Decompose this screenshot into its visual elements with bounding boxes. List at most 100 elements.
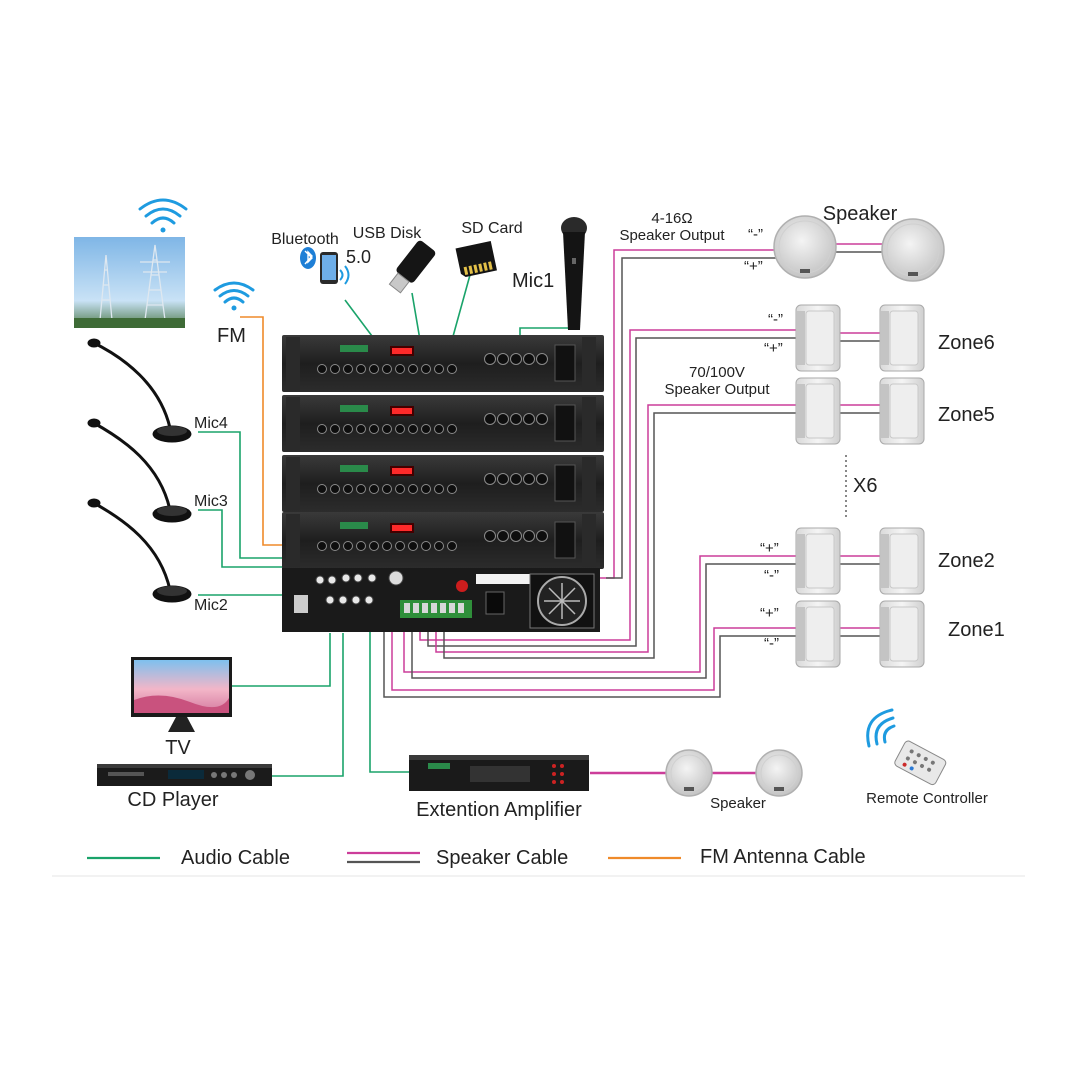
radio-tower-icon (74, 237, 185, 328)
knob (447, 424, 457, 434)
ceiling-speaker-icon (773, 215, 837, 279)
output-4-16-line2: Speaker Output (619, 227, 725, 244)
knob (421, 541, 431, 551)
knob (408, 364, 418, 374)
label-output-70-100: 70/100V Speaker Output (664, 364, 769, 398)
wifi-icon (138, 198, 188, 233)
gooseneck-mic-icon (87, 498, 192, 603)
label-mic2: Mic2 (194, 597, 228, 614)
label-speaker-top: Speaker (822, 203, 898, 225)
knob (523, 413, 535, 425)
knob (523, 530, 535, 542)
knob (317, 364, 327, 374)
knob (510, 413, 522, 425)
usb-drive-icon (388, 240, 436, 294)
label-cd-player: CD Player (127, 789, 219, 811)
knob (369, 541, 379, 551)
knob (356, 364, 366, 374)
knob (510, 473, 522, 485)
label-sd-card: SD Card (461, 220, 523, 237)
ceiling-speaker-icon (755, 749, 803, 797)
knob (330, 364, 340, 374)
knob (369, 364, 379, 374)
label-bluetooth: Bluetooth (271, 231, 339, 248)
knob (317, 541, 327, 551)
mixer-amplifier-rack (282, 335, 604, 632)
knob (510, 353, 522, 365)
knob (447, 364, 457, 374)
knob (536, 413, 548, 425)
polarity-minus: “-” (764, 635, 779, 652)
polarity-plus: “+” (744, 258, 763, 275)
label-zone6: Zone6 (938, 332, 995, 354)
gooseneck-mic-icon (87, 418, 192, 523)
knob (356, 484, 366, 494)
knob (497, 530, 509, 542)
polarity-plus: “+” (764, 340, 783, 357)
knob (434, 484, 444, 494)
rack-knobs (317, 353, 548, 551)
label-bt-version: 5.0 (346, 247, 372, 267)
knob (395, 424, 405, 434)
knob (421, 424, 431, 434)
label-extension-amplifier: Extention Amplifier (416, 799, 582, 821)
knob (330, 424, 340, 434)
knob (536, 473, 548, 485)
rack-unit (282, 512, 604, 569)
output-70-100-line2: Speaker Output (664, 381, 770, 398)
knob (330, 484, 340, 494)
polarity-plus: “+” (760, 605, 779, 622)
knob (421, 364, 431, 374)
sd-card-icon (455, 240, 497, 277)
cd-player-icon (97, 764, 272, 786)
knob (536, 353, 548, 365)
knob (395, 541, 405, 551)
wall-speaker-icon (879, 304, 925, 372)
amplifier-rack-icon (409, 755, 589, 791)
knob (434, 424, 444, 434)
knob (343, 484, 353, 494)
wall-speaker-icon (879, 527, 925, 595)
knob (523, 473, 535, 485)
label-zone5: Zone5 (938, 404, 995, 426)
label-mic3: Mic3 (194, 493, 228, 510)
polarity-minus: “-” (768, 311, 783, 328)
knob (408, 484, 418, 494)
knob (369, 484, 379, 494)
knob (382, 541, 392, 551)
microphone-icon (561, 217, 587, 330)
knob (536, 530, 548, 542)
wall-speaker-icon (795, 304, 841, 372)
label-output-4-16: 4-16Ω Speaker Output (619, 210, 724, 244)
knob (510, 530, 522, 542)
label-x6: X6 (853, 475, 878, 497)
knob (447, 484, 457, 494)
knob (395, 484, 405, 494)
label-zone2: Zone2 (938, 550, 995, 572)
legend-fm-antenna-cable: FM Antenna Cable (700, 846, 866, 868)
knob (382, 484, 392, 494)
knob (484, 353, 496, 365)
rear-panel (282, 568, 600, 632)
knob (523, 353, 535, 365)
knob (497, 413, 509, 425)
legend-audio-cable: Audio Cable (181, 847, 290, 869)
bluetooth-icon (300, 247, 350, 285)
output-4-16-line1: 4-16Ω (651, 210, 693, 227)
label-zone1: Zone1 (948, 619, 1005, 641)
gooseneck-mic-icon (87, 338, 192, 443)
wall-speaker-icon (879, 600, 925, 668)
label-remote-controller: Remote Controller (866, 790, 988, 807)
remote-control-icon (894, 740, 947, 786)
wifi-icon (866, 708, 896, 748)
legend-speaker-cable: Speaker Cable (436, 847, 569, 869)
polarity-minus: “-” (764, 567, 779, 584)
wall-speaker-icon (879, 377, 925, 445)
knob (330, 541, 340, 551)
wall-speaker-icon (795, 600, 841, 668)
rack-unit (282, 395, 604, 452)
ceiling-speaker-icon (881, 218, 945, 282)
label-mic4: Mic4 (194, 415, 228, 432)
legend (52, 851, 1025, 877)
